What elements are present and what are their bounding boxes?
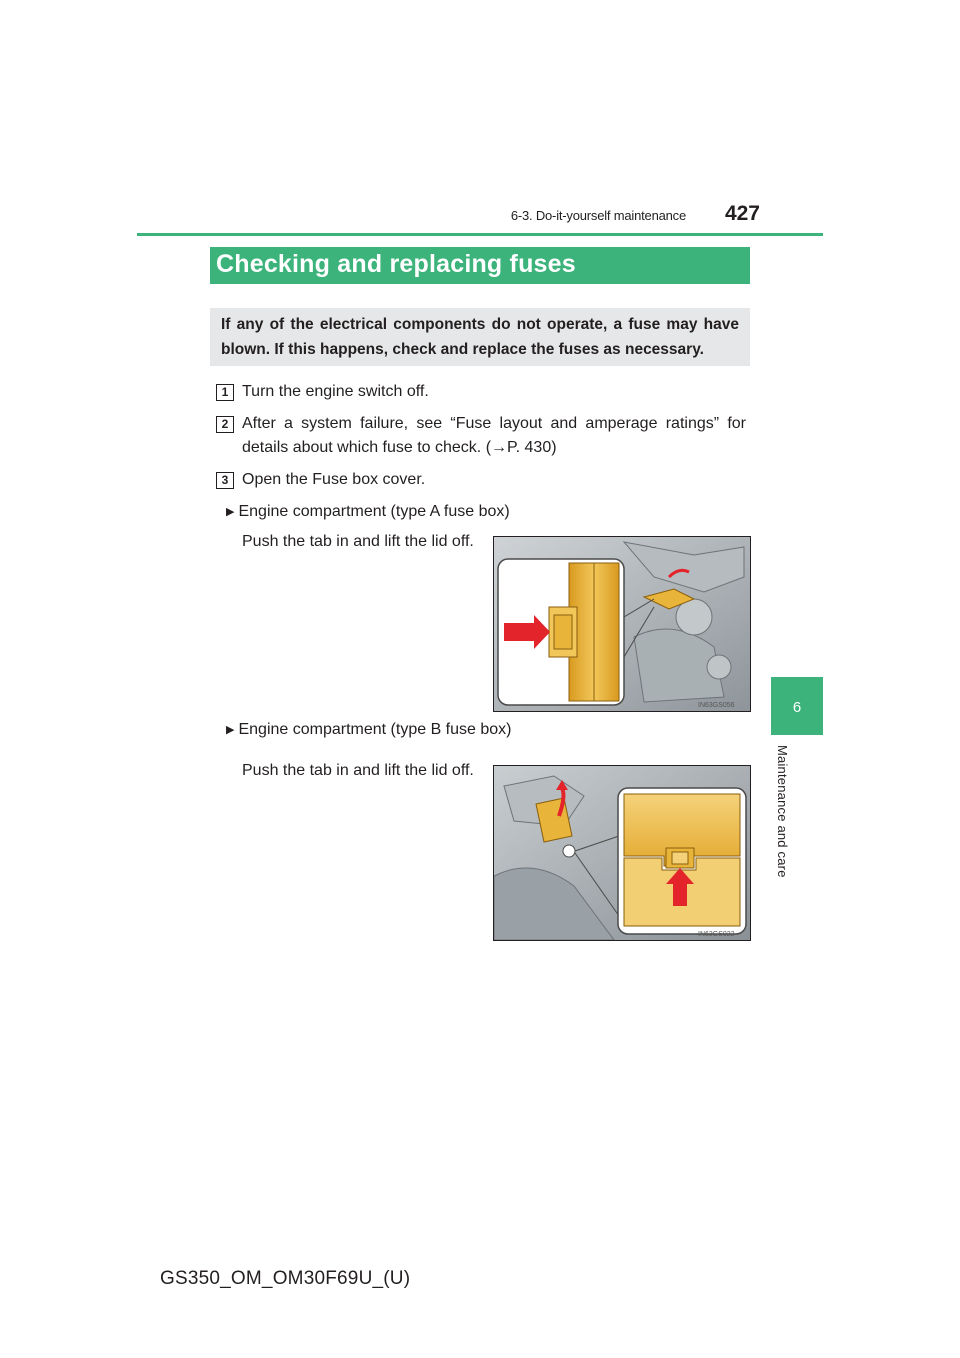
sub-item-type-b: ▶Engine compartment (type B fuse box) <box>226 718 512 743</box>
chapter-number: 6 <box>792 699 802 716</box>
sub-item-heading: Engine compartment (type A fuse box) <box>238 503 510 520</box>
section-path: 6-3. Do-it-yourself maintenance <box>510 208 686 223</box>
step-text-1: Turn the engine switch off. <box>242 383 429 400</box>
step-number-3: 3 <box>216 472 234 489</box>
sub-item-type-a: ▶Engine compartment (type A fuse box) <box>226 500 510 525</box>
chapter-label: Maintenance and care <box>775 745 790 878</box>
figure-code: IN63GS022 <box>698 931 735 938</box>
section-title-bar: Checking and replacing fuses <box>210 247 750 284</box>
triangle-bullet-icon: ▶ <box>226 724 235 736</box>
intro-box: If any of the electrical components do n… <box>210 308 750 366</box>
sub-item-instruction: Push the tab in and lift the lid off. <box>242 762 474 779</box>
sub-item-heading: Engine compartment (type B fuse box) <box>238 721 512 738</box>
triangle-bullet-icon: ▶ <box>226 506 235 518</box>
chapter-tab: 6 <box>771 677 823 735</box>
engine-compartment-illustration: IN63GS056 <box>494 537 750 711</box>
figure-type-a-fuse-box: IN63GS056 <box>493 536 751 712</box>
step-number-2: 2 <box>216 416 234 433</box>
figure-type-b-fuse-box: IN63GS022 <box>493 765 751 941</box>
step-text-3: Open the Fuse box cover. <box>242 471 426 488</box>
page-title: Checking and replacing fuses <box>216 250 576 278</box>
page-number: 427 <box>724 202 760 225</box>
sub-item-instruction: Push the tab in and lift the lid off. <box>242 533 474 550</box>
figure-code: IN63GS056 <box>698 702 735 709</box>
step-text-2-line2: details about which fuse to check. (→P. … <box>242 439 557 456</box>
engine-compartment-illustration: IN63GS022 <box>494 766 750 940</box>
step-number-1: 1 <box>216 384 234 401</box>
document-code-footer: GS350_OM_OM30F69U_(U) <box>160 1268 411 1289</box>
header-rule <box>137 233 823 236</box>
step-text-2-line1: After a system failure, see “Fuse layout… <box>242 415 746 432</box>
